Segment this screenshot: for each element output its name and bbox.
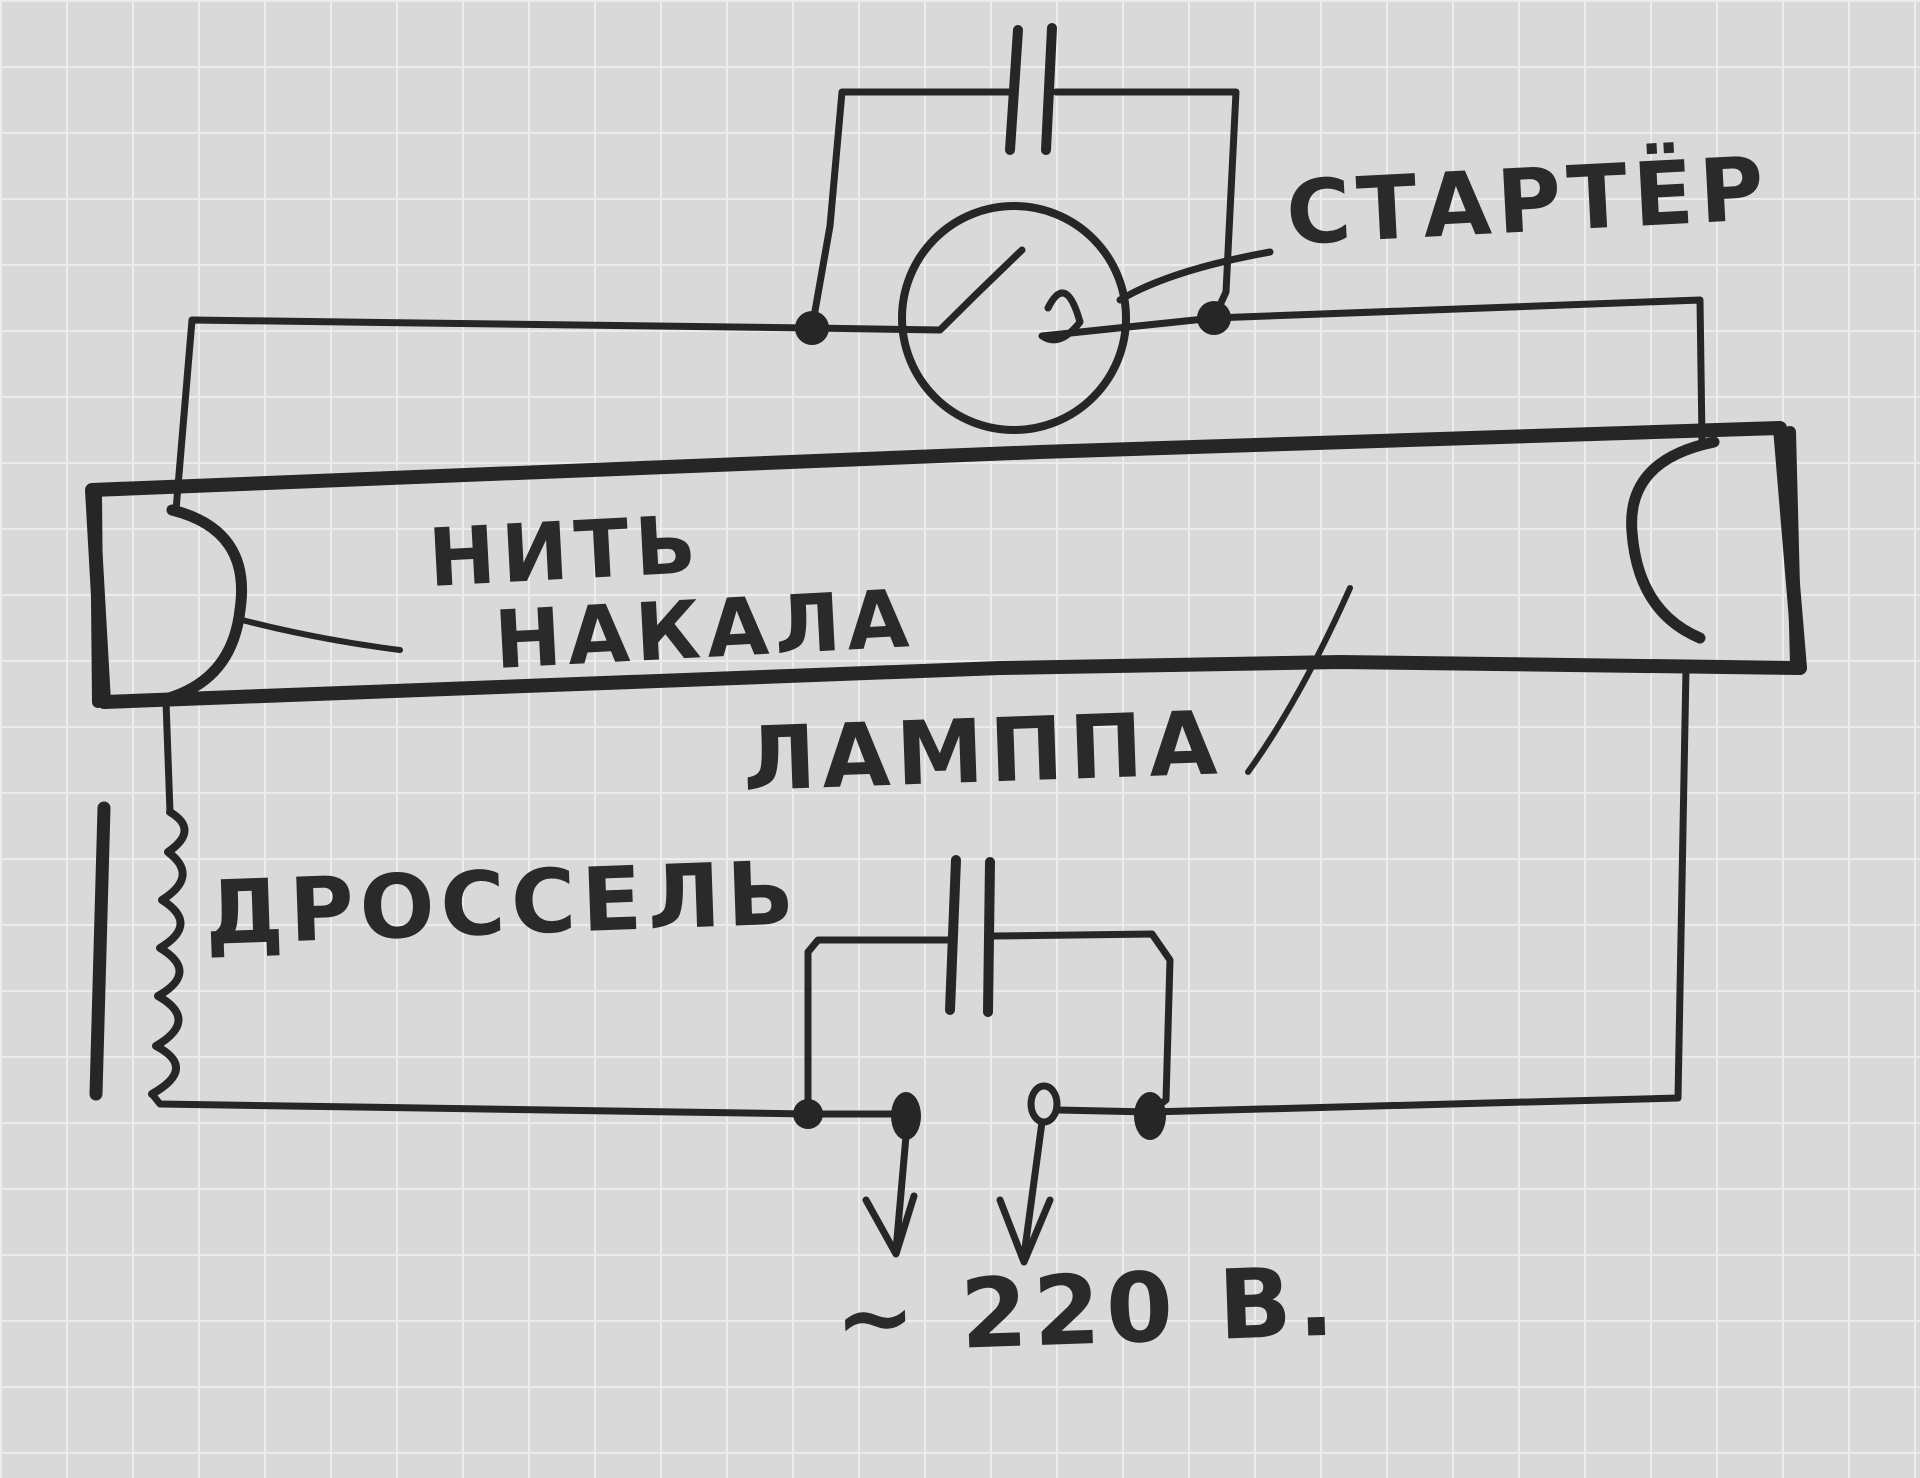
- right-side-wire: [1146, 664, 1690, 1116]
- top-wire-right: [1210, 296, 1706, 444]
- lamp-label: ЛАМППА: [741, 691, 1224, 811]
- left-filament: [156, 504, 248, 706]
- top-wire-left: [172, 316, 816, 514]
- filament-leader-line: [239, 617, 403, 653]
- starter-label: СТАРТЁР: [1284, 137, 1773, 265]
- filament-label-line2: НАКАЛА: [492, 572, 917, 687]
- filament-label-line1: НИТЬ: [426, 498, 704, 605]
- right-filament: [1626, 436, 1720, 644]
- choke-upper-wire: [162, 698, 174, 816]
- supply-capacitor-icon: [945, 855, 995, 1017]
- supply-arrow-right-icon: [996, 1118, 1054, 1266]
- choke-label: ДРОССЕЛЬ: [203, 841, 801, 965]
- bottom-wire-left: [148, 1090, 812, 1118]
- supply-arrow-left-icon: [862, 1132, 918, 1258]
- starter-icon: [795, 202, 1274, 434]
- lamp-leader-line: [1245, 585, 1353, 775]
- supply-label: ~ 220 В.: [833, 1245, 1342, 1375]
- starter-capacitor-icon: [1005, 23, 1057, 155]
- choke-icon: [89, 801, 189, 1101]
- lamp-tube: [85, 421, 1807, 709]
- supply-terminals: [793, 1082, 1166, 1140]
